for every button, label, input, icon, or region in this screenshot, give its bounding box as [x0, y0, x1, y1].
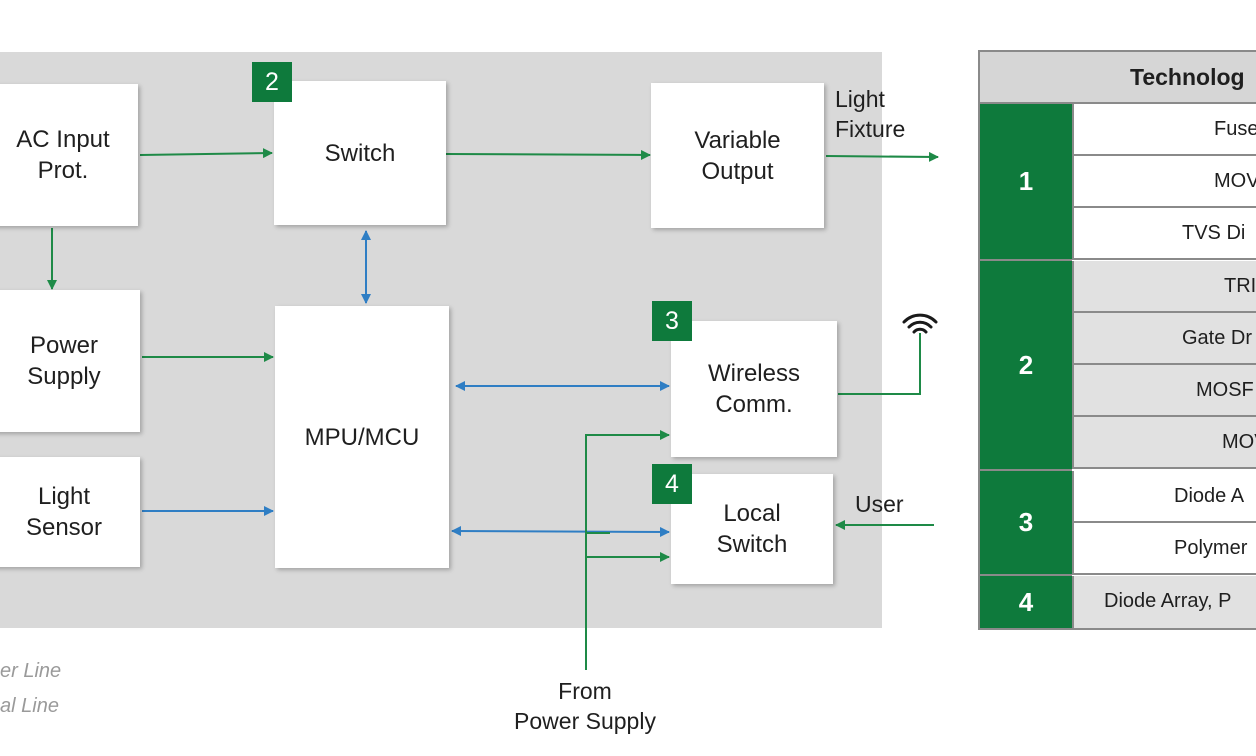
table-group-4: 4	[980, 576, 1072, 628]
legend-signal-line: al Line	[0, 695, 59, 717]
mpu-mcu-block: MPU/MCU	[275, 306, 449, 568]
switch-block: Switch	[274, 81, 446, 225]
signal-line-mpu-local-switch	[451, 526, 670, 537]
table-group-1: 1	[980, 104, 1072, 261]
table-cell: Diode A	[1072, 471, 1256, 523]
power-line-switch-to-output	[445, 149, 651, 160]
power-line-from-supply	[585, 430, 670, 670]
table-cell: TRIA	[1072, 261, 1256, 313]
wireless-comm-block: Wireless Comm.	[671, 321, 837, 457]
table-group-2: 2	[980, 261, 1072, 471]
user-label: User	[855, 491, 904, 517]
table-cell: MOSF	[1072, 365, 1256, 417]
power-line-output-to-fixture	[825, 151, 939, 162]
power-line-wireless-to-antenna	[838, 333, 921, 395]
badge-4: 4	[652, 464, 692, 504]
table-cell: Diode Array, P	[1072, 576, 1256, 628]
technology-table: Technolog 1 Fuse MOV TVS Di 2 TRIA Gate …	[978, 50, 1256, 630]
table-cell: MOV	[1072, 417, 1256, 469]
table-group-3: 3	[980, 471, 1072, 576]
light-sensor-block: Light Sensor	[0, 457, 140, 567]
legend-power-line: er Line	[0, 660, 62, 682]
table-cell: Gate Dr	[1072, 313, 1256, 365]
table-cell: Polymer	[1072, 523, 1256, 575]
wifi-icon	[902, 313, 938, 334]
local-switch-block: Local Switch	[671, 474, 833, 584]
table-cell: MOV	[1072, 156, 1256, 208]
from-power-supply-label: From Power Supply	[514, 678, 656, 734]
power-supply-block: Power Supply	[0, 290, 140, 432]
variable-output-block: Variable Output	[651, 83, 824, 228]
table-cell: Fuse	[1072, 104, 1256, 156]
light-fixture-label: Light Fixture	[835, 86, 906, 142]
table-header: Technolog	[980, 52, 1256, 104]
power-line-ac-to-switch	[139, 148, 273, 159]
table-cell: TVS Di	[1072, 208, 1256, 260]
badge-2: 2	[252, 62, 292, 102]
badge-3: 3	[652, 301, 692, 341]
ac-input-protection-block: AC Input Prot.	[0, 84, 138, 226]
